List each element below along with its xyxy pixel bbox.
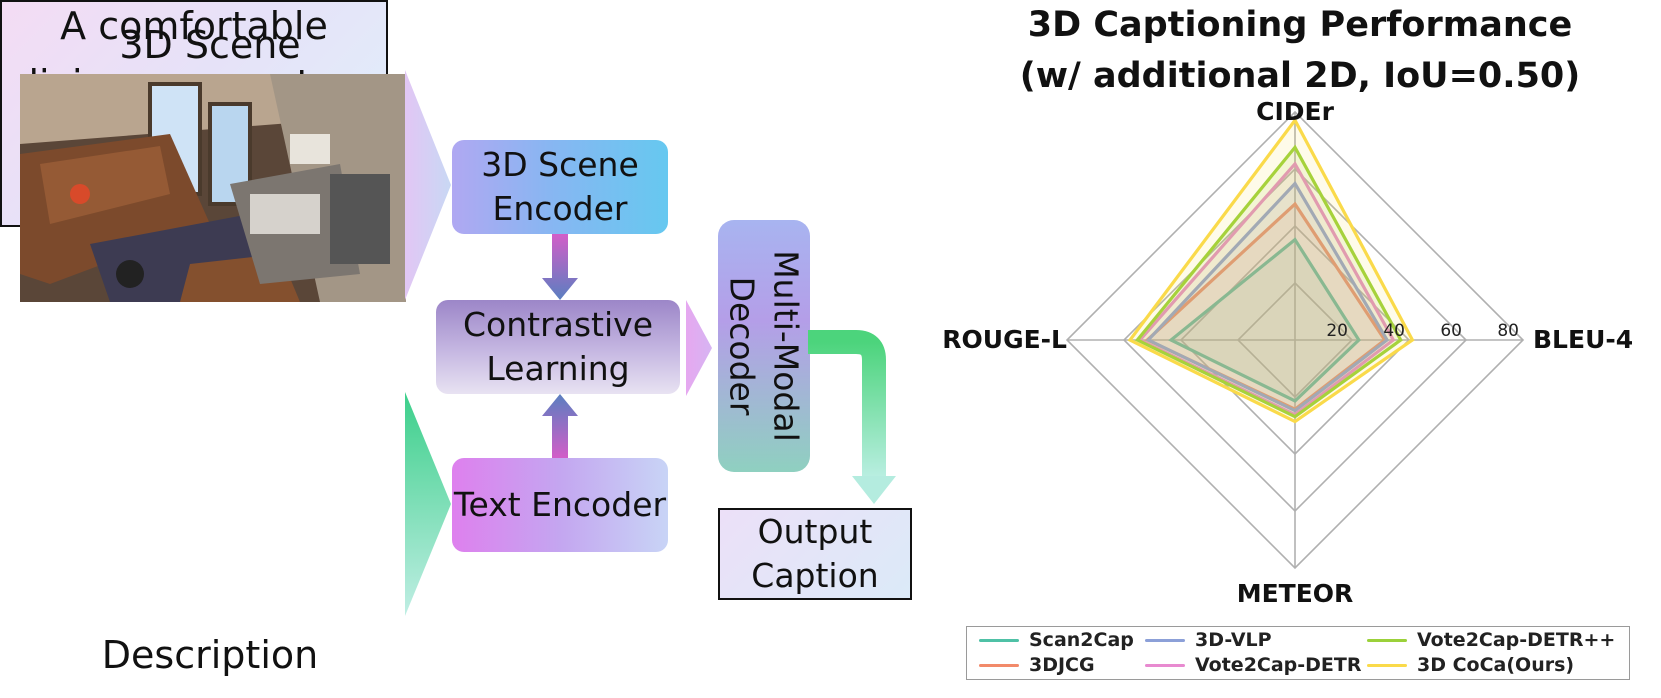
radar-axis-label-cider: CIDEr <box>1256 100 1334 126</box>
legend-item: Vote2Cap-DETR <box>1145 652 1362 678</box>
legend-label: Scan2Cap <box>1029 629 1134 651</box>
output-caption-label: Output Caption <box>751 512 879 595</box>
radar-series-3 <box>1137 161 1396 417</box>
legend-item: Vote2Cap-DETR++ <box>1367 627 1615 653</box>
scene-connector <box>405 70 451 300</box>
scene-image <box>20 74 406 302</box>
output-arrow <box>808 330 896 504</box>
legend-item: Scan2Cap <box>979 627 1134 653</box>
radar-series-0 <box>1168 237 1361 403</box>
chart-subtitle: (w/ additional 2D, IoU=0.50) <box>1019 55 1581 96</box>
legend-swatch <box>1145 638 1185 642</box>
legend-item: 3DJCG <box>979 652 1095 678</box>
radar-series-2 <box>1145 180 1390 413</box>
chart-legend: Scan2Cap 3DJCG 3D-VLP Vote2Cap-DETR Vote2Cap… <box>966 626 1630 680</box>
down-arrow <box>542 234 578 300</box>
legend-label: 3D-VLP <box>1195 629 1272 651</box>
legend-label: 3DJCG <box>1029 654 1095 676</box>
contrastive-learning-label: Contrastive Learning <box>462 305 653 388</box>
scene-encoder-box: 3D Scene Encoder <box>452 140 668 234</box>
description-label: Description <box>101 633 319 677</box>
radar-axis-label-rouge-l: ROUGE-L <box>942 325 1067 354</box>
output-caption-box: Output Caption <box>718 508 912 600</box>
contrastive-learning-box: Contrastive Learning <box>436 300 680 394</box>
chart-title-block: 3D Captioning Performance (w/ additional… <box>980 0 1620 102</box>
scene-encoder-label: 3D Scene Encoder <box>481 145 639 228</box>
chart-title: 3D Captioning Performance <box>1027 5 1573 45</box>
up-arrow <box>542 394 578 458</box>
legend-label: Vote2Cap-DETR++ <box>1417 629 1616 651</box>
radar-series-5 <box>1127 117 1415 424</box>
radar-axis-label-meteor: METEOR <box>1237 579 1354 608</box>
legend-label: Vote2Cap-DETR <box>1195 654 1362 676</box>
decoder-connector <box>686 300 712 396</box>
text-encoder-box: Text Encoder <box>452 458 668 552</box>
legend-swatch <box>979 663 1019 667</box>
legend-item: 3D-VLP <box>1145 627 1272 653</box>
legend-swatch <box>1367 663 1407 667</box>
radar-tick-label: 20 <box>1326 321 1348 341</box>
decoder-label: Multi-Modal Decoder <box>723 250 806 442</box>
radar-tick-label: 80 <box>1497 321 1519 341</box>
radar-series-4 <box>1134 144 1403 419</box>
legend-swatch <box>1367 638 1407 642</box>
radar-axis-label-bleu-4: BLEU-4 <box>1533 325 1633 354</box>
radar-tick-label: 60 <box>1440 321 1462 341</box>
legend-swatch <box>979 638 1019 642</box>
legend-item: 3D CoCa(Ours) <box>1367 652 1574 678</box>
radar-tick-label: 40 <box>1383 321 1405 341</box>
scene-title: 3D Scene <box>119 23 301 67</box>
legend-swatch <box>1145 663 1185 667</box>
description-connector <box>405 392 451 616</box>
text-encoder-label: Text Encoder <box>453 485 667 525</box>
legend-label: 3D CoCa(Ours) <box>1417 654 1575 676</box>
decoder-box: Multi-Modal Decoder <box>718 220 810 472</box>
